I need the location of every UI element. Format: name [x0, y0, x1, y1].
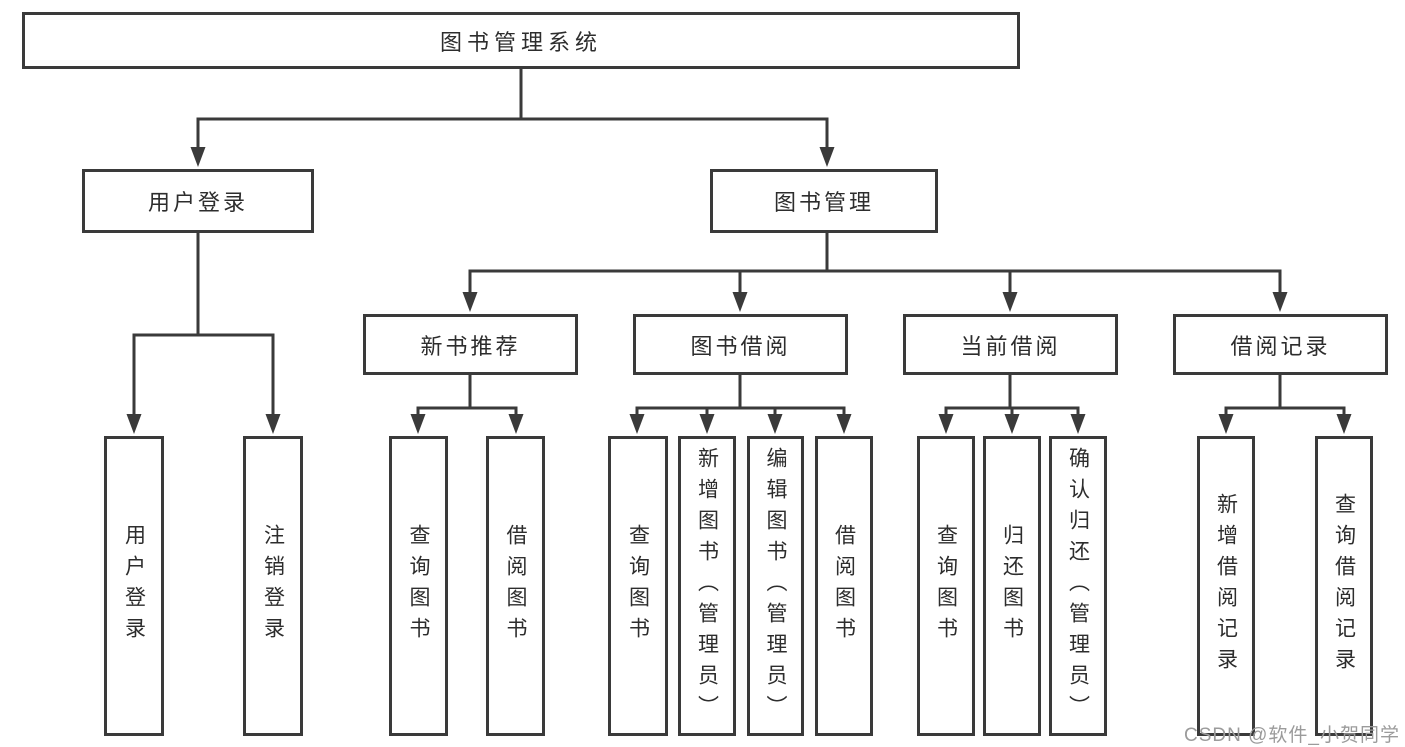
- node-borrowing-records: 借阅记录: [1173, 314, 1388, 375]
- leaf-borrowing-borrow-book: 借阅图书: [815, 436, 873, 736]
- leaf-label: 查询图书: [407, 524, 430, 648]
- leaf-current-query-book: 查询图书: [917, 436, 975, 736]
- arrow-down-icon: [1272, 292, 1288, 312]
- connector-user-login-to-leaves: [126, 232, 281, 434]
- arrow-down-icon: [1070, 414, 1086, 434]
- leaf-label: 查询图书: [934, 524, 958, 648]
- connector-book-management-to-level3: [462, 232, 1288, 312]
- arrow-down-icon: [819, 147, 835, 167]
- connector-book-borrowing-to-leaves: [629, 374, 852, 434]
- node-label: 图书借阅: [690, 333, 791, 359]
- node-library-management-system: 图书管理系统: [22, 12, 1020, 69]
- leaf-records-add-record: 新增借阅记录: [1197, 436, 1255, 736]
- leaf-label: 借阅图书: [504, 524, 527, 648]
- node-label: 借阅记录: [1230, 333, 1331, 359]
- leaf-label: 归还图书: [1000, 524, 1024, 648]
- leaf-current-confirm-return: 确认归还（管理员）: [1049, 436, 1107, 736]
- arrow-down-icon: [1004, 414, 1020, 434]
- arrow-down-icon: [767, 414, 783, 434]
- arrow-down-icon: [1336, 414, 1352, 434]
- leaf-recommend-query-book: 查询图书: [389, 436, 448, 736]
- csdn-watermark: CSDN @软件_小贺同学: [1184, 725, 1400, 746]
- node-label: 用户登录: [147, 190, 248, 215]
- node-book-borrowing: 图书借阅: [633, 314, 848, 375]
- leaf-label: 借阅图书: [832, 524, 856, 648]
- connector-current-borrowing-to-leaves: [938, 374, 1086, 434]
- leaf-label: 确认归还（管理员）: [1066, 446, 1090, 726]
- leaf-label: 注销登录: [261, 524, 285, 648]
- arrow-down-icon: [410, 414, 426, 434]
- arrow-down-icon: [1002, 292, 1018, 312]
- connector-new-book-recommend-to-leaves: [410, 374, 524, 434]
- node-label: 新书推荐: [420, 333, 521, 359]
- arrow-down-icon: [190, 147, 206, 167]
- arrow-down-icon: [836, 414, 852, 434]
- node-label: 图书管理系统: [439, 29, 602, 55]
- leaf-label: 用户登录: [122, 524, 146, 648]
- node-user-login: 用户登录: [82, 169, 314, 233]
- node-book-management: 图书管理: [710, 169, 938, 233]
- arrow-down-icon: [462, 292, 478, 312]
- node-new-book-recommend: 新书推荐: [363, 314, 578, 375]
- arrow-down-icon: [732, 292, 748, 312]
- arrow-down-icon: [508, 414, 524, 434]
- arrow-down-icon: [699, 414, 715, 434]
- connector-root-to-level2: [190, 66, 835, 167]
- leaf-user-login: 用户登录: [104, 436, 164, 736]
- connector-borrowing-records-to-leaves: [1218, 374, 1352, 434]
- leaf-label: 编辑图书（管理员）: [764, 446, 787, 726]
- arrow-down-icon: [126, 414, 142, 434]
- leaf-borrowing-edit-book: 编辑图书（管理员）: [747, 436, 804, 736]
- leaf-borrowing-add-book: 新增图书（管理员）: [678, 436, 736, 736]
- leaf-borrowing-query-book: 查询图书: [608, 436, 668, 736]
- arrow-down-icon: [629, 414, 645, 434]
- leaf-current-return-book: 归还图书: [983, 436, 1041, 736]
- arrow-down-icon: [1218, 414, 1234, 434]
- leaf-label: 查询借阅记录: [1332, 493, 1356, 679]
- leaf-records-query-record: 查询借阅记录: [1315, 436, 1373, 736]
- leaf-label: 新增图书（管理员）: [695, 446, 719, 726]
- leaf-label: 新增借阅记录: [1214, 493, 1238, 679]
- node-label: 图书管理: [773, 190, 874, 215]
- leaf-label: 查询图书: [626, 524, 650, 648]
- leaf-recommend-borrow-book: 借阅图书: [486, 436, 545, 736]
- node-label: 当前借阅: [960, 333, 1061, 359]
- node-current-borrowing: 当前借阅: [903, 314, 1118, 375]
- leaf-logout: 注销登录: [243, 436, 303, 736]
- arrow-down-icon: [265, 414, 281, 434]
- arrow-down-icon: [938, 414, 954, 434]
